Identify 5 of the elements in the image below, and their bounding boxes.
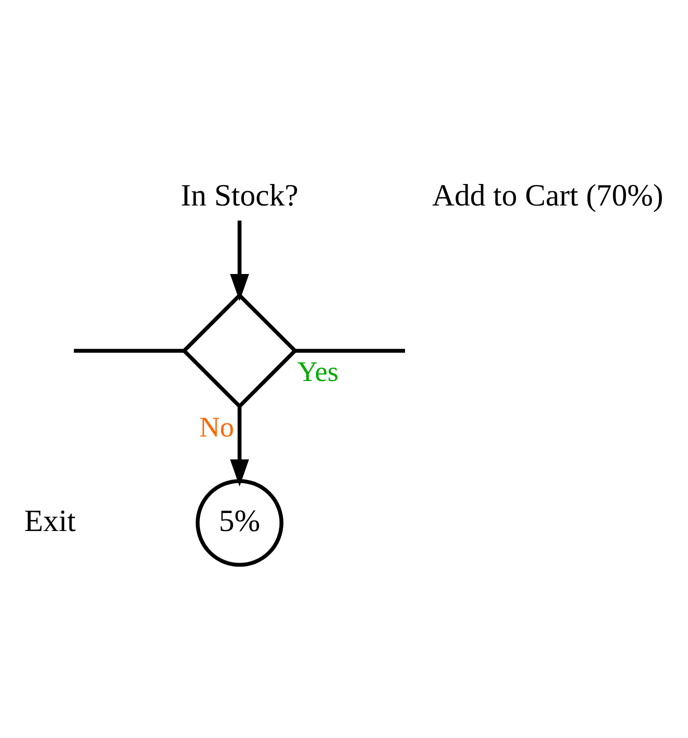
edge-label: No	[199, 412, 234, 444]
label: Add to Cart (70%)	[432, 176, 664, 212]
edge-label: Yes	[297, 356, 339, 388]
node-text: In Stock?	[180, 176, 298, 212]
label: Exit	[24, 502, 76, 538]
